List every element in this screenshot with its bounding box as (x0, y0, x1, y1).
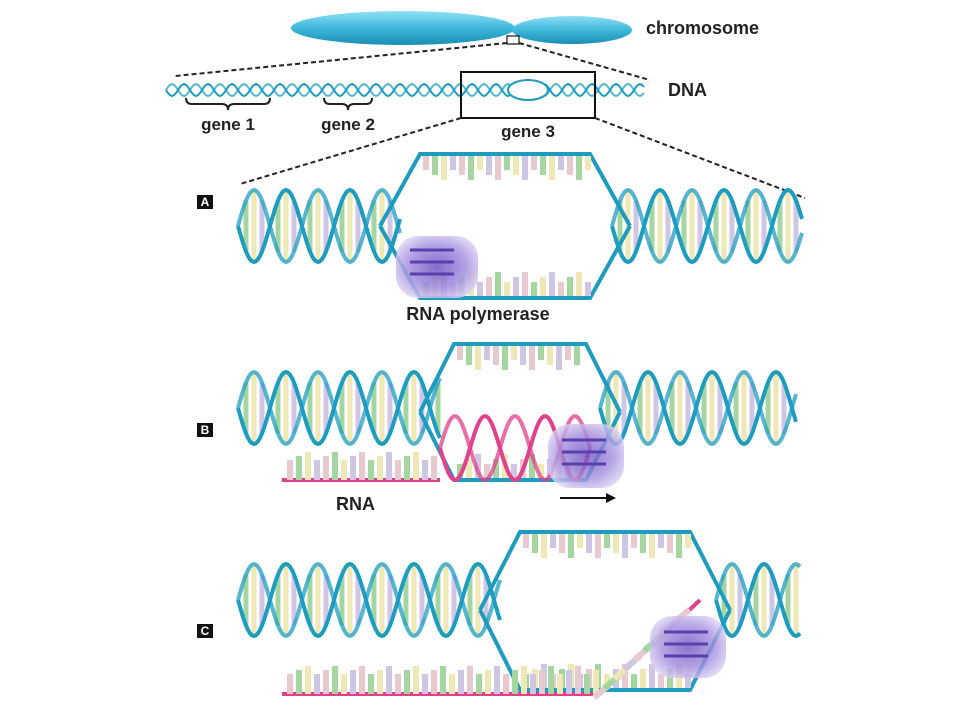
svg-text:C: C (201, 624, 210, 638)
rna-polymerase-label: RNA polymerase (406, 304, 549, 324)
gene-1-label: gene 1 (201, 115, 255, 134)
gene-1-brace (185, 97, 271, 111)
zoom-region-box (506, 35, 520, 45)
zoom-line-left (174, 42, 508, 77)
svg-text:B: B (201, 423, 210, 437)
panel-c-tag: C (197, 624, 213, 638)
zoom-line-a-left (239, 117, 462, 185)
rna-polymerase-a (396, 236, 478, 298)
panel-a-tag: A (197, 195, 213, 209)
zoom-line-right (518, 42, 651, 81)
svg-text:A: A (201, 195, 210, 209)
dna-label: DNA (668, 80, 707, 100)
panel-b-tag: B (197, 423, 213, 437)
chromosome-label: chromosome (646, 18, 759, 38)
rna-polymerase-c (650, 616, 726, 678)
dna-strand (165, 79, 645, 101)
zoom-line-a-right (594, 117, 806, 199)
gene-3-box (460, 71, 596, 119)
gene-2-label: gene 2 (321, 115, 375, 134)
panel-a-dna (236, 152, 804, 300)
direction-arrow (560, 493, 616, 503)
chromosome (291, 11, 632, 45)
gene-3-label: gene 3 (501, 122, 555, 141)
rna-label: RNA (336, 494, 375, 514)
panel-b-dna (236, 342, 798, 482)
gene-2-brace (323, 97, 373, 111)
rna-polymerase-b (548, 424, 624, 488)
